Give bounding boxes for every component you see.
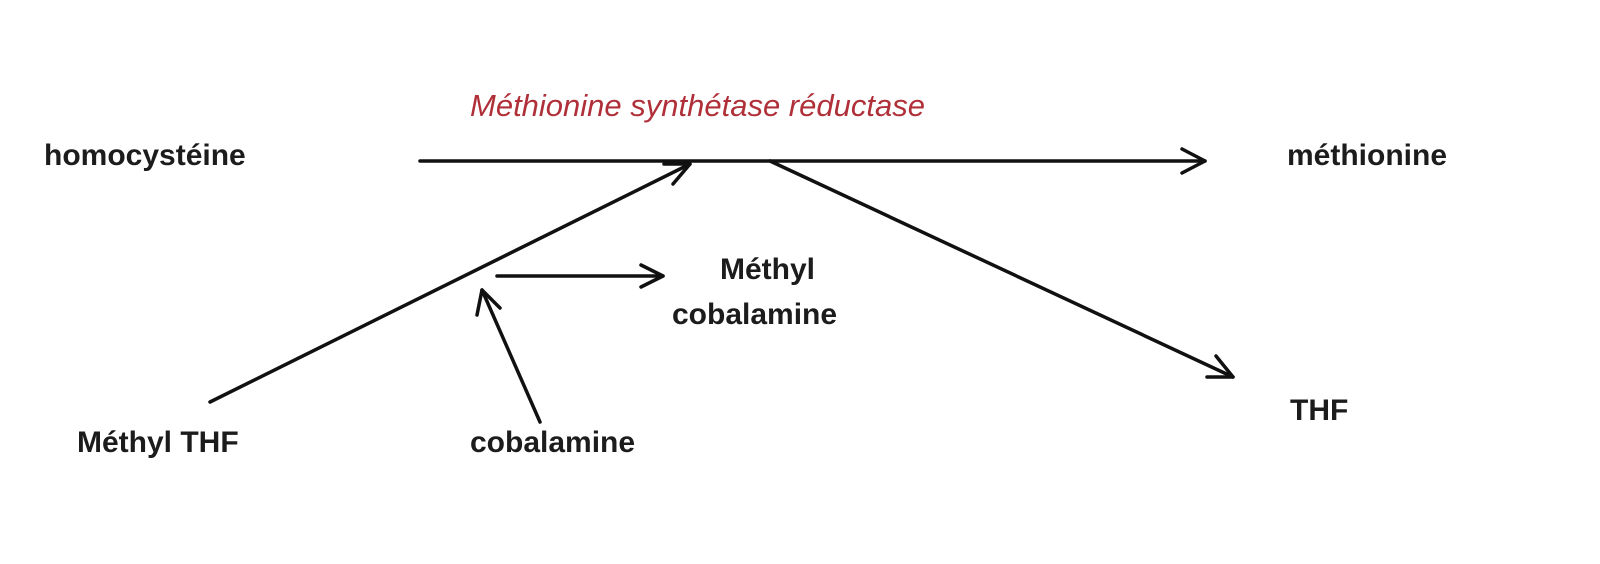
methionine-label: méthionine [1287, 139, 1448, 172]
main-reaction-arrow [418, 147, 1207, 175]
thf-label: THF [1290, 394, 1349, 427]
methyl-cobalamine-arrow [495, 263, 665, 289]
thf-output-arrow [768, 159, 1235, 379]
cobalamine-input-arrow [475, 288, 542, 424]
methyl-thf-input-arrow [208, 162, 692, 404]
cobalamine-label: cobalamine [470, 426, 636, 459]
methyl-thf-label: Méthyl THF [77, 426, 239, 459]
homocysteine-label: homocystéine [44, 139, 246, 172]
methyl-cobalamine-label-line2: cobalamine [672, 298, 838, 331]
enzyme-label: Méthionine synthétase réductase [470, 88, 925, 123]
methyl-cobalamine-label-line1: Méthyl [720, 253, 816, 286]
